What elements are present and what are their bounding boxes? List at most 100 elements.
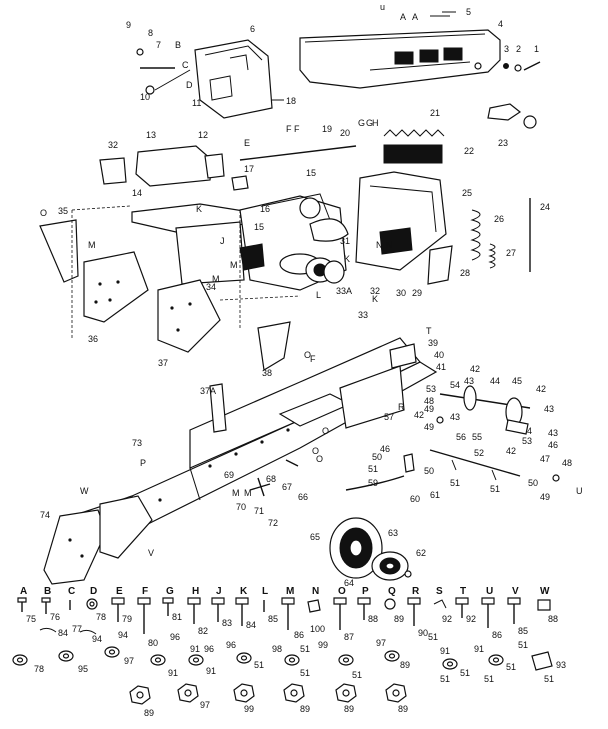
svg-text:42: 42 [414,410,424,420]
svg-text:62: 62 [416,548,426,558]
svg-text:32: 32 [370,286,380,296]
svg-text:7: 7 [156,40,161,50]
svg-text:45: 45 [512,376,522,386]
svg-text:23: 23 [498,138,508,148]
svg-text:F: F [286,124,292,134]
svg-text:B: B [175,40,181,50]
hw-number: 75 [26,614,36,624]
svg-text:L: L [316,290,321,300]
svg-text:32: 32 [108,140,118,150]
svg-text:29: 29 [412,288,422,298]
linkage: 59 60 61 67 66 68 69 70 71 72 M M [224,453,440,528]
hw-letter: C [68,586,75,597]
svg-text:51: 51 [450,478,460,488]
side-plates: O 35 M 36 37 38 O [39,205,311,378]
svg-text:40: 40 [434,350,444,360]
hw-number: 89 [400,660,410,670]
hw-number: 51 [484,674,494,684]
svg-text:M: M [232,488,240,498]
svg-text:71: 71 [254,506,264,516]
hw-letter: W [540,586,550,597]
hw-number: 77 [72,624,82,634]
svg-text:60: 60 [410,494,420,504]
svg-text:48: 48 [424,396,434,406]
svg-text:49: 49 [540,492,550,502]
svg-text:37A: 37A [200,386,216,396]
svg-text:59: 59 [368,478,378,488]
svg-text:M: M [88,240,96,250]
svg-text:31: 31 [340,236,350,246]
hw-number: 97 [124,656,134,666]
wheel-assembly: 65 64 63 62 [310,517,426,588]
hw-number: 82 [198,626,208,636]
hw-number: 96 [204,644,214,654]
hw-letter: V [512,586,519,597]
svg-text:A: A [412,12,418,22]
svg-text:50: 50 [424,466,434,476]
svg-text:39: 39 [428,338,438,348]
hw-number: 84 [246,620,256,630]
svg-text:46: 46 [548,440,558,450]
svg-text:42: 42 [506,446,516,456]
svg-text:41: 41 [436,362,446,372]
svg-text:15: 15 [254,222,264,232]
hw-number: 51 [300,644,310,654]
svg-text:28: 28 [460,268,470,278]
svg-text:68: 68 [266,474,276,484]
svg-text:56: 56 [456,432,466,442]
svg-text:33: 33 [358,310,368,320]
hw-letter: F [142,586,148,597]
svg-text:F: F [294,124,300,134]
svg-text:70: 70 [236,502,246,512]
hw-letter: B [44,586,51,597]
svg-text:66: 66 [298,492,308,502]
springs-and-handle: 23 24 26 27 [470,103,550,272]
fasteners-top-right: A A 5 4 3 2 1 [400,7,541,72]
svg-text:2: 2 [516,44,521,54]
svg-text:W: W [80,486,89,496]
svg-text:17: 17 [244,164,254,174]
hw-number: 89 [398,704,408,714]
hw-number: 92 [466,614,476,624]
svg-text:K: K [196,204,202,214]
svg-text:50: 50 [528,478,538,488]
hw-number: 87 [344,632,354,642]
svg-text:26: 26 [494,214,504,224]
hw-number: 88 [548,614,558,624]
engine-shroud [194,39,273,119]
svg-text:14: 14 [132,188,142,198]
hw-letter: T [460,586,466,597]
hw-number: 97 [376,638,386,648]
hardware-bolts [17,597,551,634]
hw-number: 95 [78,664,88,674]
hw-number: 83 [222,618,232,628]
svg-text:36: 36 [88,334,98,344]
header-mark: u [380,2,385,12]
hw-letter: P [362,586,369,597]
svg-text:53: 53 [426,384,436,394]
svg-text:18: 18 [286,96,296,106]
svg-text:47: 47 [540,454,550,464]
svg-text:V: V [148,548,154,558]
svg-text:O: O [312,446,319,456]
hw-number: 89 [344,704,354,714]
hw-number: 80 [148,638,158,648]
hw-number: 91 [474,644,484,654]
svg-text:P: P [140,458,146,468]
hw-letter: G [166,586,174,597]
console-upper: 20 G G H 21 22 25 28 30 29 N N [340,108,474,298]
hw-number: 51 [300,668,310,678]
svg-text:11: 11 [192,98,201,108]
hw-number: 89 [394,614,404,624]
hw-number: 96 [226,640,236,650]
svg-text:42: 42 [536,384,546,394]
svg-text:U: U [576,486,583,496]
svg-text:35: 35 [58,206,68,216]
svg-text:38: 38 [262,368,272,378]
svg-text:61: 61 [430,490,440,500]
hw-letter: E [116,586,123,597]
svg-text:K: K [344,254,350,264]
svg-text:4: 4 [498,19,503,29]
svg-text:37: 37 [158,358,168,368]
hw-number: 86 [294,630,304,640]
